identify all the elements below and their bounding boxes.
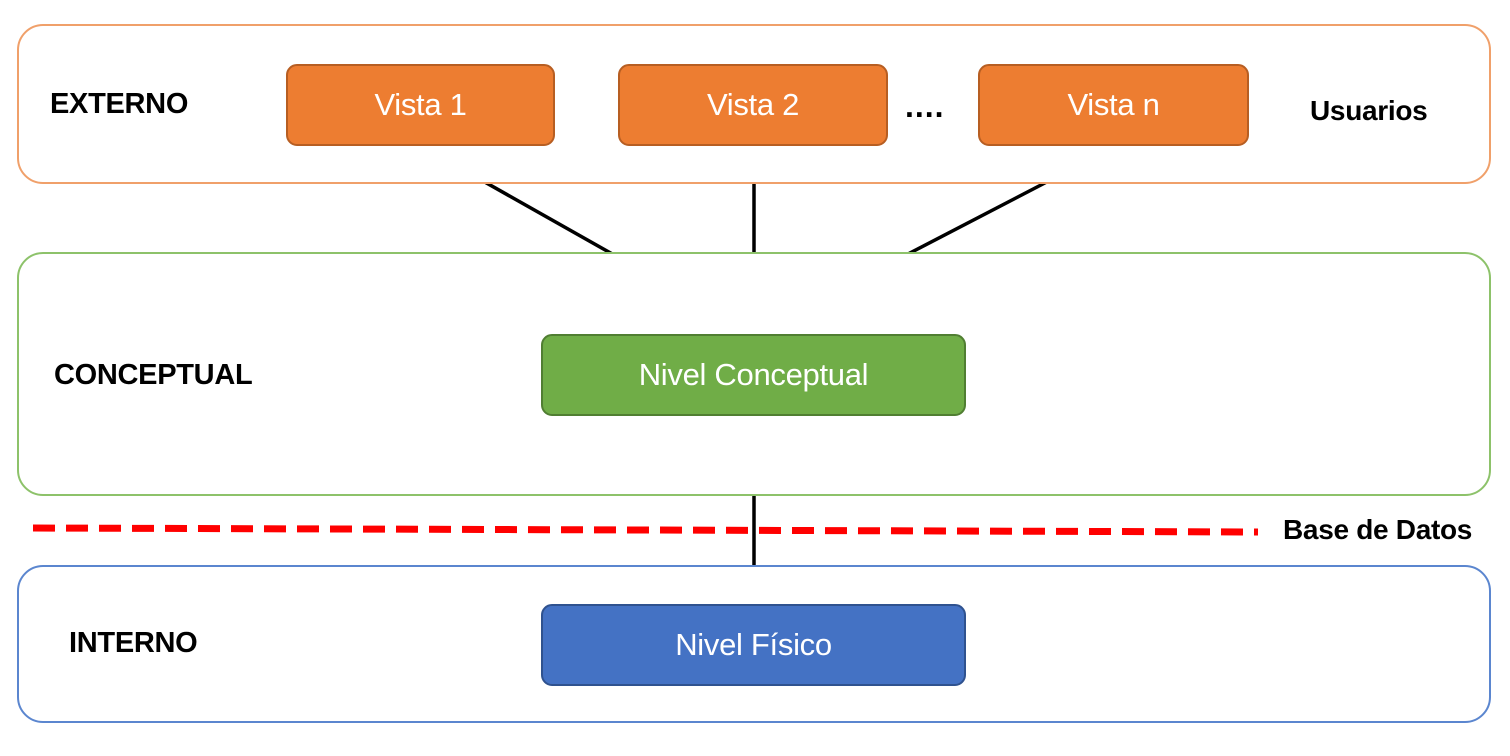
ellipsis-label: .... [905,88,945,124]
nivel-fisico-label: Nivel Físico [675,627,832,662]
vista-n-label: Vista n [1067,87,1160,122]
vista-n-node: Vista n [978,64,1249,146]
usuarios-label: Usuarios [1310,95,1428,126]
vista-2-node: Vista 2 [618,64,888,146]
conceptual-level-label: CONCEPTUAL [54,359,253,391]
nivel-conceptual-label: Nivel Conceptual [638,357,869,392]
vista-1-node: Vista 1 [286,64,555,146]
interno-level-label: INTERNO [69,627,198,659]
database-boundary-dashed-line [32,524,1259,536]
nivel-fisico-node: Nivel Físico [541,604,966,686]
vista-1-label: Vista 1 [374,87,467,122]
vista-2-label: Vista 2 [706,87,800,122]
base-de-datos-label: Base de Datos [1283,514,1473,545]
nivel-conceptual-node: Nivel Conceptual [541,334,966,416]
conceptual-level-panel [17,252,1491,496]
externo-level-label: EXTERNO [50,88,189,120]
